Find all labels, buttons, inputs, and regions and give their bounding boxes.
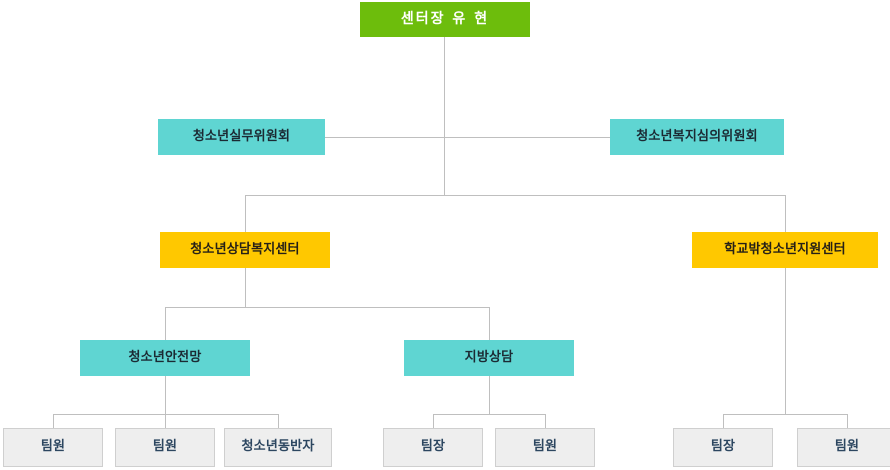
connector-leaf-7-drop bbox=[847, 414, 848, 428]
connector-leaf-3-drop bbox=[278, 414, 279, 428]
node-team-local-counseling[interactable]: 지방상담 bbox=[404, 340, 574, 376]
node-center-school-out[interactable]: 학교밖청소년지원센터 bbox=[692, 232, 878, 268]
connector-level3-bus bbox=[245, 195, 785, 196]
connector-leaf-5-drop bbox=[545, 414, 546, 428]
node-leaf-companion[interactable]: 청소년동반자 bbox=[224, 428, 332, 467]
node-leaf-leader-2[interactable]: 팀장 bbox=[673, 428, 773, 467]
node-leaf-member-1[interactable]: 팀원 bbox=[3, 428, 103, 467]
connector-center-right-drop bbox=[785, 195, 786, 414]
node-center-counseling[interactable]: 청소년상담복지센터 bbox=[160, 232, 330, 268]
node-team-safety-net[interactable]: 청소년안전망 bbox=[80, 340, 250, 376]
node-leaf-member-4[interactable]: 팀원 bbox=[797, 428, 890, 467]
connector-root-vertical bbox=[444, 36, 445, 195]
connector-level4-bus bbox=[165, 307, 490, 308]
node-committee-right[interactable]: 청소년복지심의위원회 bbox=[610, 119, 784, 155]
node-root-director[interactable]: 센터장 유 현 bbox=[360, 2, 530, 37]
connector-team-local-stem bbox=[489, 380, 490, 414]
node-committee-left[interactable]: 청소년실무위원회 bbox=[158, 119, 325, 155]
node-leaf-leader-1[interactable]: 팀장 bbox=[383, 428, 483, 467]
node-leaf-member-3[interactable]: 팀원 bbox=[495, 428, 595, 467]
connector-leaf-6-drop bbox=[723, 414, 724, 428]
connector-leaf-1-drop bbox=[53, 414, 54, 428]
connector-leaf-2-drop bbox=[165, 380, 166, 428]
connector-committee-left-horizontal bbox=[325, 137, 445, 138]
connector-committee-right-horizontal bbox=[444, 137, 610, 138]
connector-leaf-4-drop bbox=[433, 414, 434, 428]
node-leaf-member-2[interactable]: 팀원 bbox=[115, 428, 215, 467]
connector-leaf-bus-school bbox=[723, 414, 847, 415]
connector-leaf-bus-local bbox=[433, 414, 545, 415]
